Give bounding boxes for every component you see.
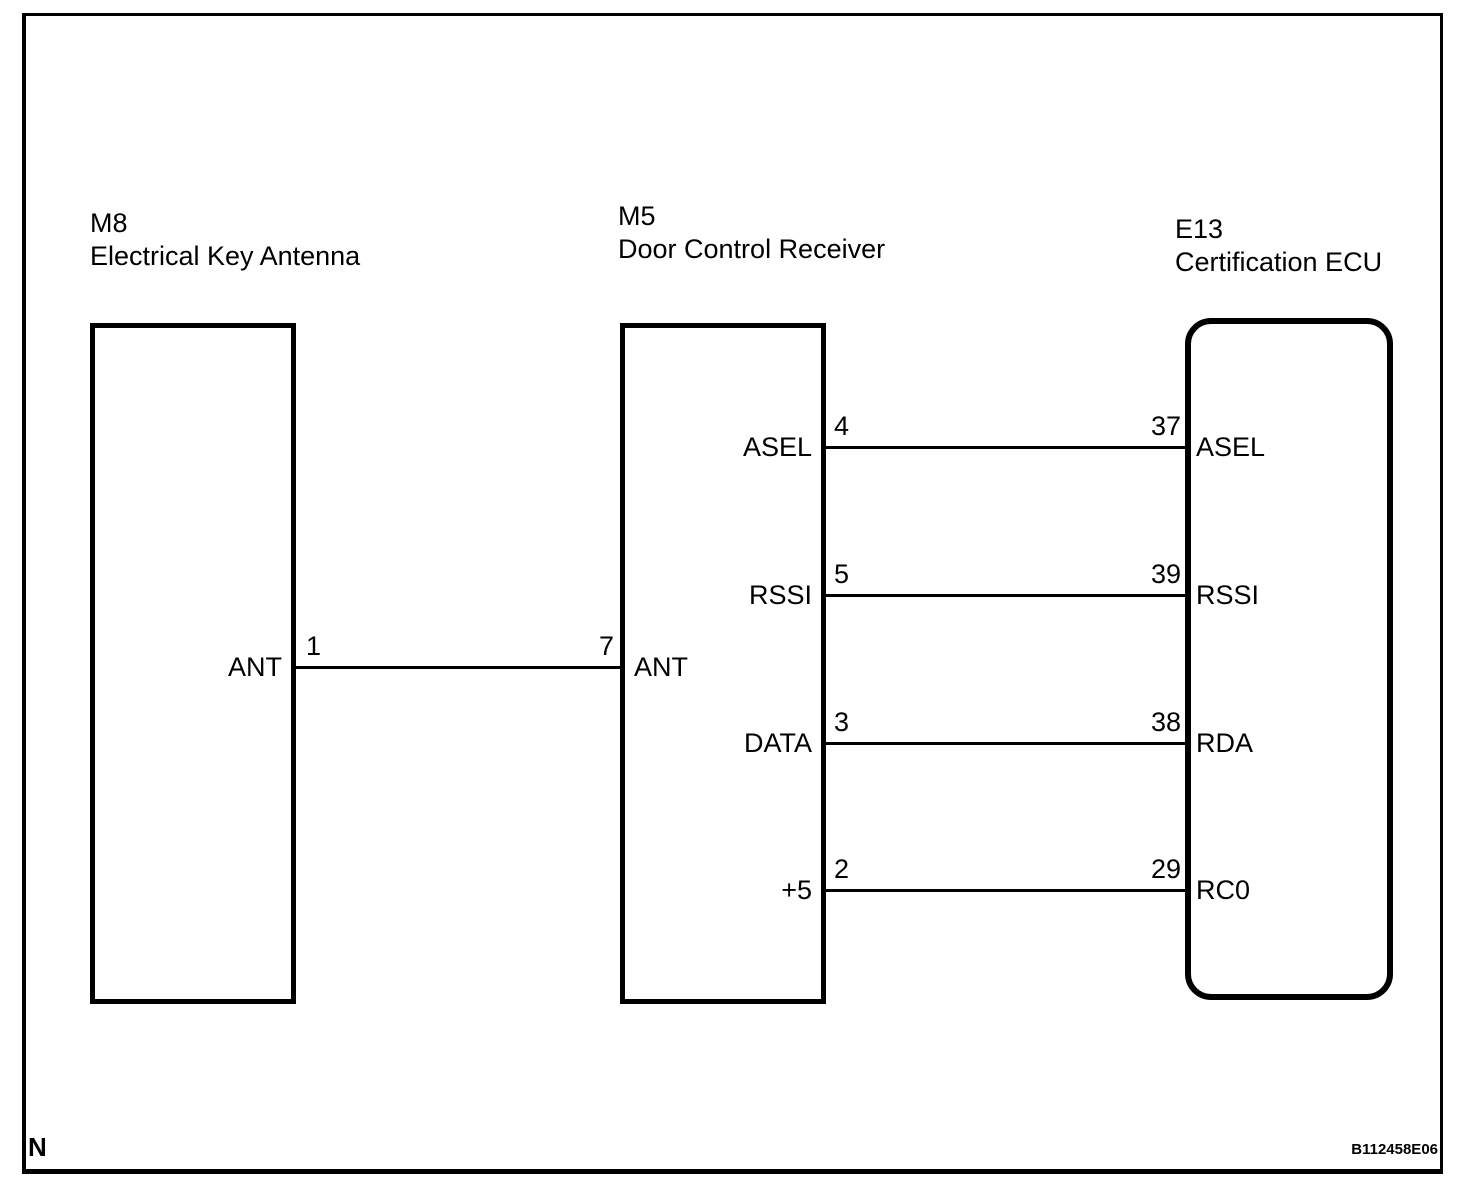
component-box-m8 bbox=[90, 323, 296, 1004]
component-name-m5: Door Control Receiver bbox=[618, 234, 886, 264]
wire-rssi bbox=[826, 594, 1185, 597]
wire-plus5 bbox=[826, 889, 1185, 892]
pin-number-e13-rssi: 39 bbox=[1150, 559, 1181, 589]
port-label-e13-rc0: RC0 bbox=[1196, 875, 1251, 905]
component-header-e13: E13 Certification ECU bbox=[1175, 213, 1382, 279]
pin-number-m5-ant: 7 bbox=[598, 631, 614, 661]
component-code-m5: M5 bbox=[618, 201, 656, 231]
port-label-m5-ant: ANT bbox=[634, 652, 688, 682]
port-label-e13-asel: ASEL bbox=[1196, 432, 1266, 462]
component-code-m8: M8 bbox=[90, 208, 128, 238]
wire-asel bbox=[826, 446, 1185, 449]
port-label-e13-rssi: RSSI bbox=[1196, 580, 1260, 610]
port-label-m5-rssi: RSSI bbox=[748, 580, 812, 610]
component-header-m5: M5 Door Control Receiver bbox=[618, 200, 885, 266]
pin-number-m5-asel: 4 bbox=[834, 411, 850, 441]
pin-number-m5-plus5: 2 bbox=[834, 854, 850, 884]
component-name-m8: Electrical Key Antenna bbox=[90, 241, 361, 271]
pin-number-m8-ant: 1 bbox=[306, 631, 322, 661]
port-label-e13-rda: RDA bbox=[1196, 728, 1254, 758]
pin-number-m5-data: 3 bbox=[834, 707, 850, 737]
footer-reference-code: B112458E06 bbox=[1351, 1141, 1438, 1158]
port-label-m5-asel: ASEL bbox=[742, 432, 812, 462]
component-box-e13 bbox=[1185, 318, 1393, 1000]
component-box-m5 bbox=[620, 323, 826, 1004]
port-label-m5-data: DATA bbox=[743, 728, 812, 758]
page-border bbox=[22, 13, 1443, 1174]
port-label-m5-plus5: +5 bbox=[781, 875, 812, 905]
wire-ant bbox=[296, 666, 620, 669]
component-header-m8: M8 Electrical Key Antenna bbox=[90, 207, 360, 273]
pin-number-e13-rda: 38 bbox=[1150, 707, 1181, 737]
wire-data bbox=[826, 742, 1185, 745]
footer-page-marker: N bbox=[28, 1132, 47, 1162]
component-code-e13: E13 bbox=[1175, 214, 1224, 244]
component-name-e13: Certification ECU bbox=[1175, 247, 1383, 277]
pin-number-e13-rc0: 29 bbox=[1150, 854, 1181, 884]
port-label-m8-ant: ANT bbox=[228, 652, 282, 682]
pin-number-e13-asel: 37 bbox=[1150, 411, 1181, 441]
pin-number-m5-rssi: 5 bbox=[834, 559, 850, 589]
